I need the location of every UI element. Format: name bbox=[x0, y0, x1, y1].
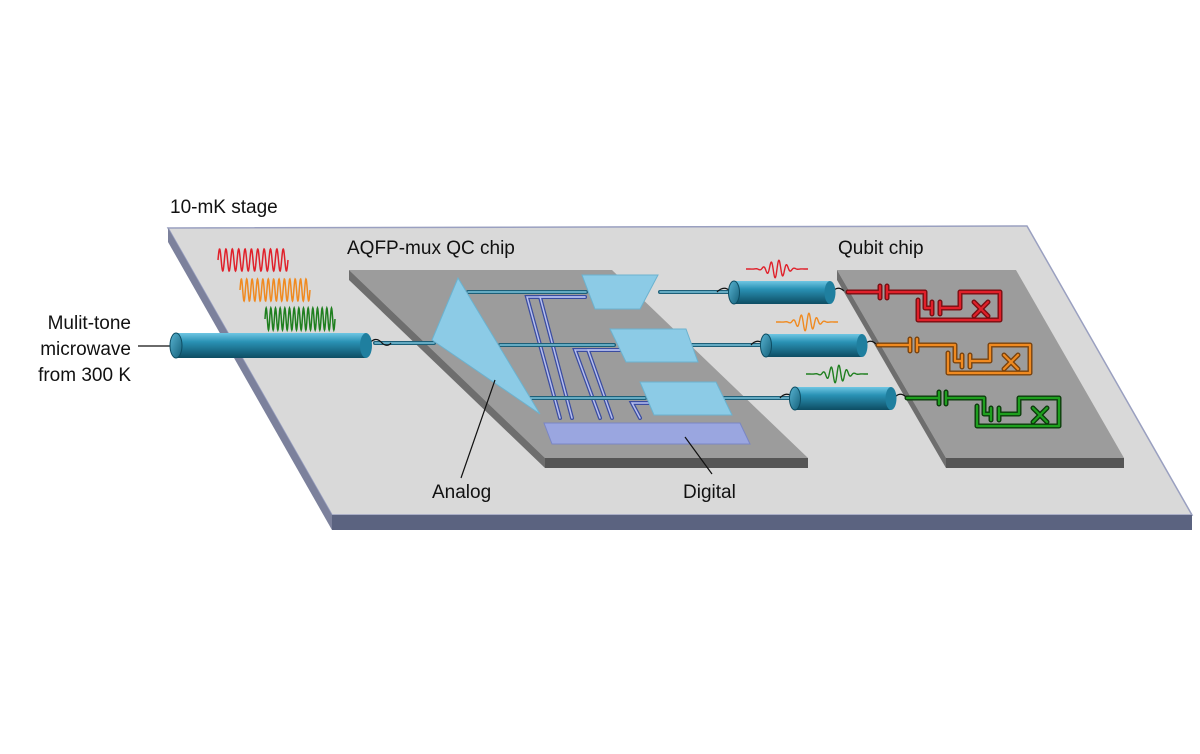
pulse-waves bbox=[746, 259, 868, 384]
digital-label: Digital bbox=[683, 482, 736, 503]
filter-block-3 bbox=[639, 381, 733, 416]
analog-label: Analog bbox=[432, 482, 491, 503]
filter-block-1 bbox=[581, 274, 659, 310]
tone-wave-red bbox=[217, 247, 289, 273]
output-cable-1 bbox=[728, 280, 836, 305]
filter-blocks bbox=[581, 274, 733, 416]
tone-wave-orange bbox=[239, 277, 311, 303]
pulse-wave-orange bbox=[776, 312, 838, 332]
leader-lines bbox=[460, 379, 713, 479]
analog-block bbox=[431, 276, 541, 415]
tone-wave-green bbox=[264, 305, 336, 333]
qubit-circuit-orange bbox=[875, 336, 1033, 376]
cables bbox=[138, 280, 907, 411]
multitone-waves bbox=[217, 247, 336, 333]
qubit-chip bbox=[837, 270, 1124, 468]
qubit-circuit-red bbox=[845, 283, 1003, 323]
input-label-line2: microwave bbox=[40, 339, 131, 360]
digital-block bbox=[543, 422, 751, 445]
qubit-chip-label: Qubit chip bbox=[838, 238, 924, 259]
filter-block-2 bbox=[609, 328, 699, 363]
output-cable-2 bbox=[760, 333, 868, 358]
digital-leader bbox=[684, 436, 713, 475]
input-label-line3: from 300 K bbox=[38, 365, 131, 386]
pulse-wave-red bbox=[746, 259, 808, 279]
input-label-line1: Mulit-tone bbox=[48, 313, 131, 334]
qubit-circuit-green bbox=[904, 389, 1062, 429]
output-cable-3 bbox=[789, 386, 897, 411]
qc-chip-label: AQFP-mux QC chip bbox=[347, 238, 515, 259]
analog-leader bbox=[460, 379, 496, 479]
stage-label: 10-mK stage bbox=[170, 197, 278, 218]
digital-lines bbox=[524, 295, 652, 420]
pulse-wave-green bbox=[806, 364, 868, 384]
input-cable bbox=[169, 332, 372, 359]
analog-lines bbox=[373, 290, 792, 400]
